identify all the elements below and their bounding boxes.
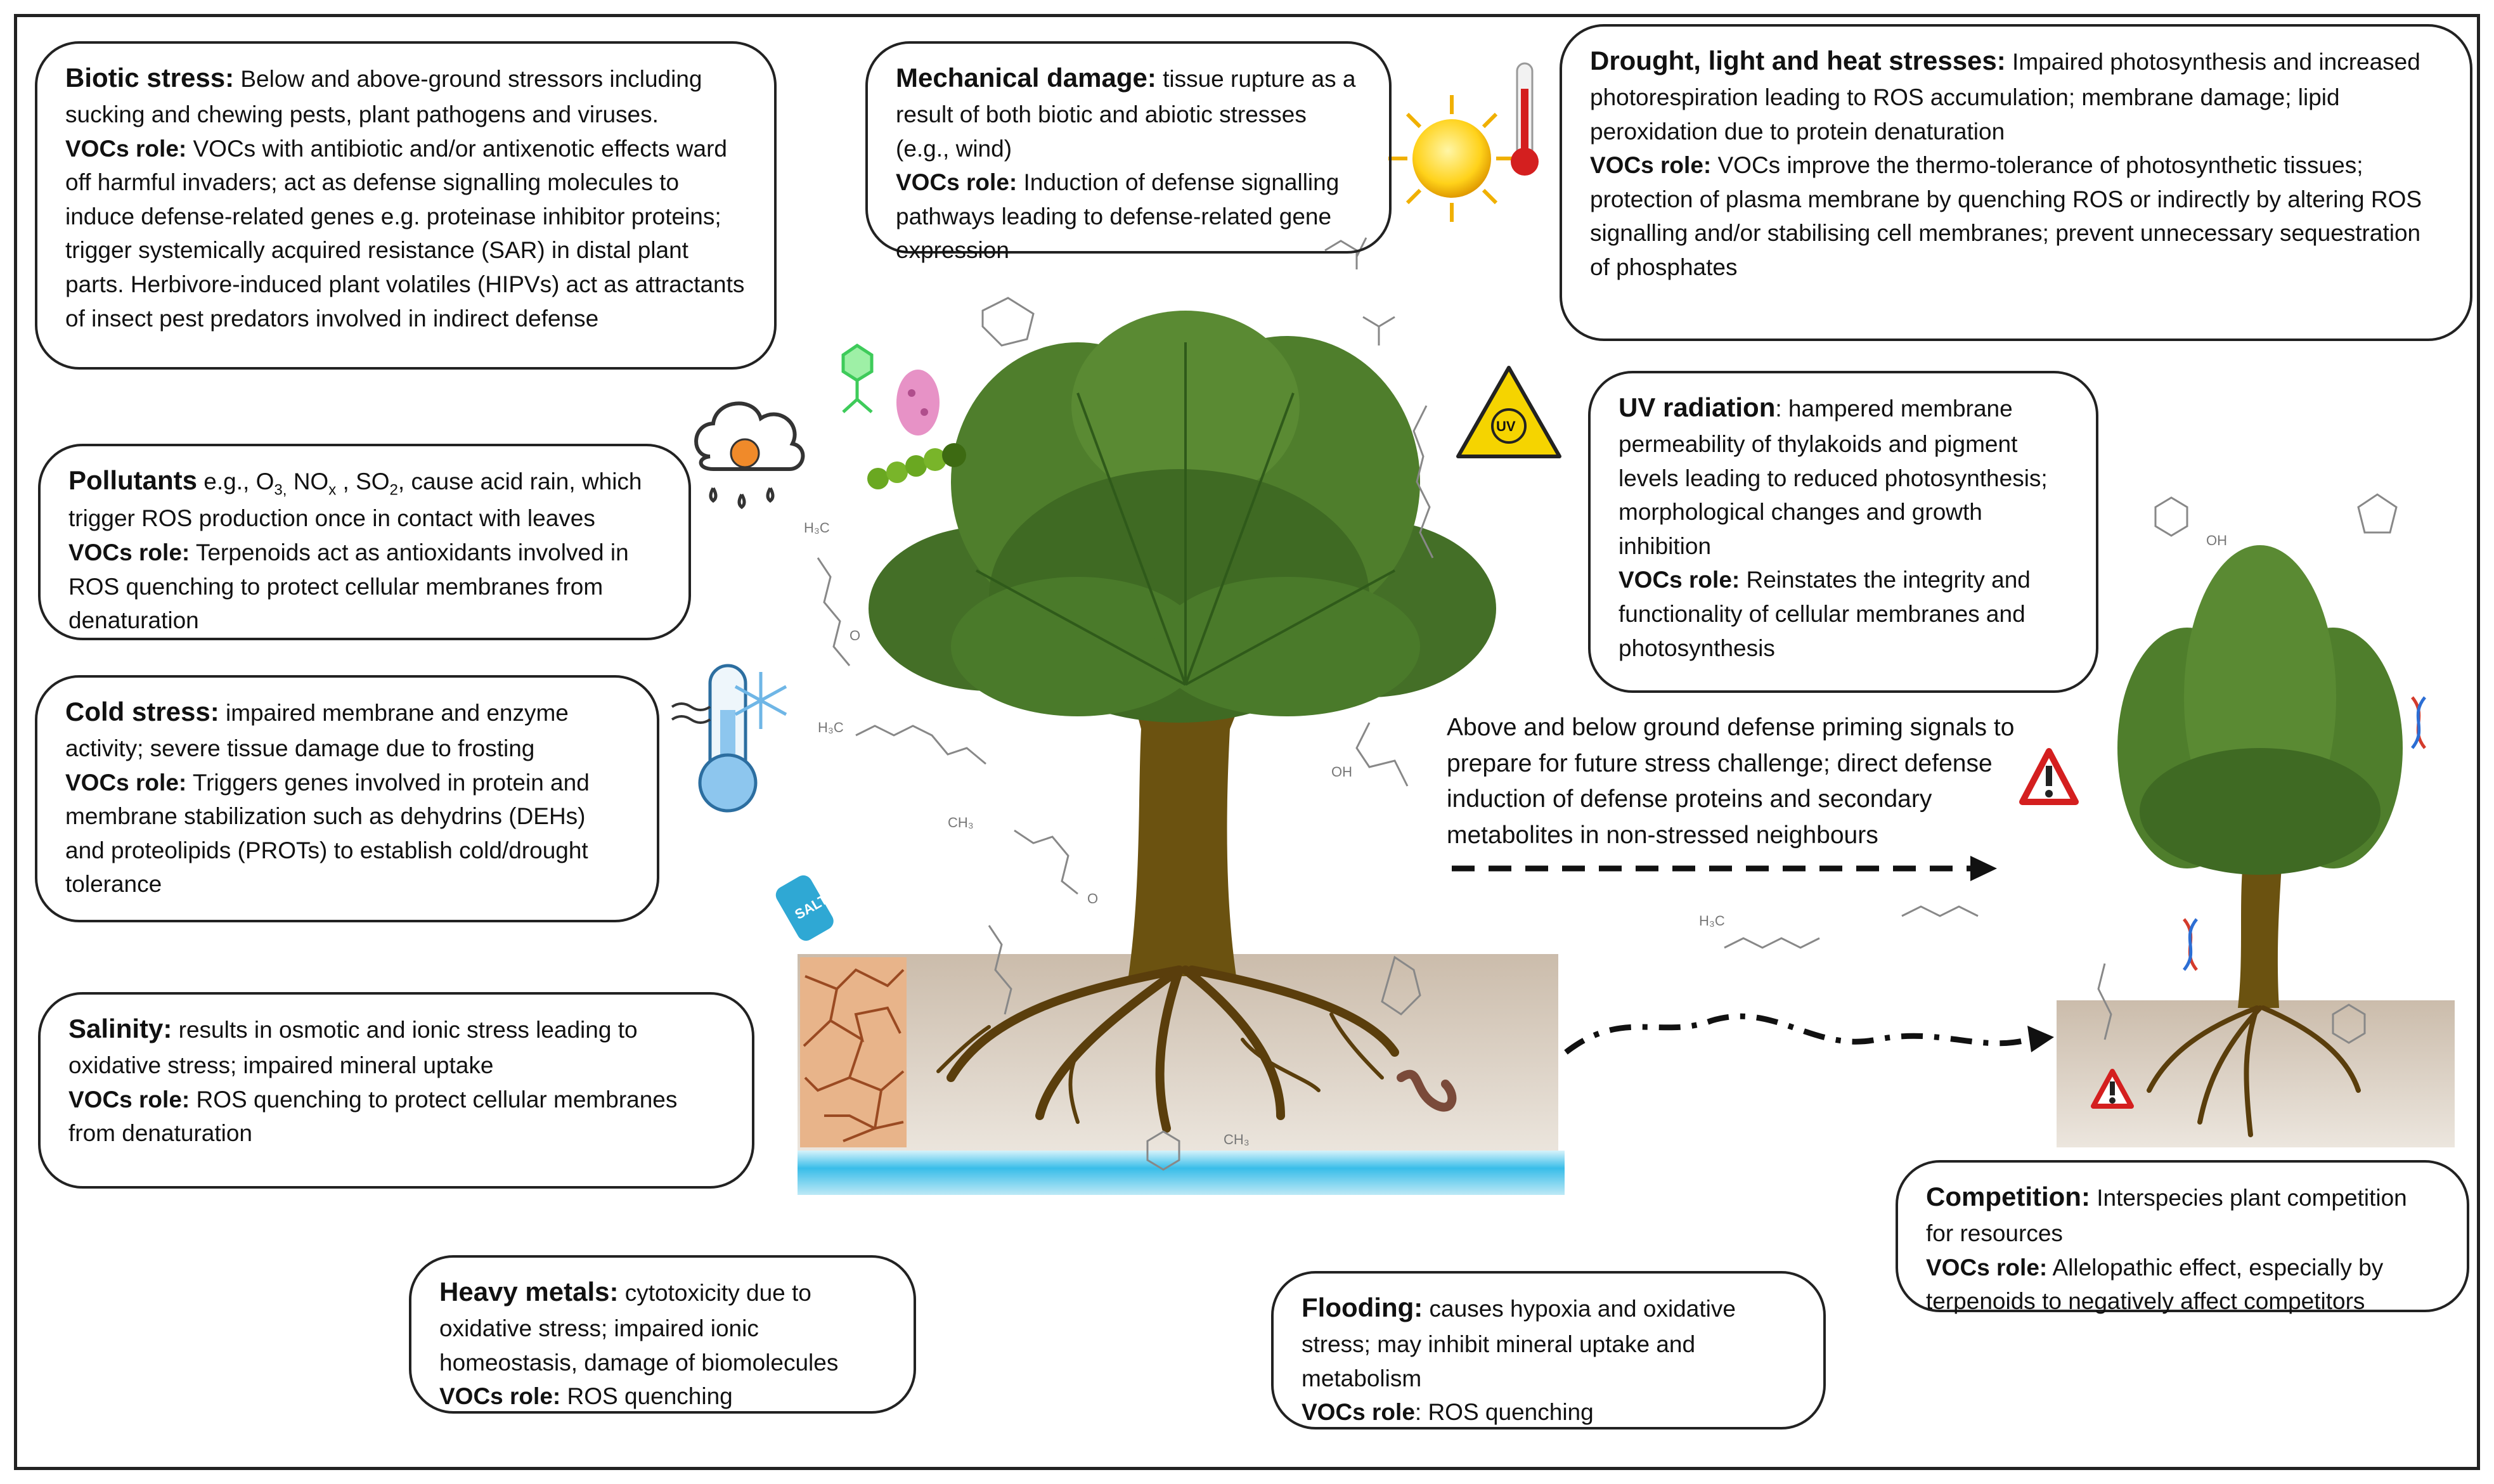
salinity-role-text: ROS quenching to protect cellular membra… bbox=[68, 1086, 678, 1147]
figure-frame bbox=[14, 14, 2480, 1470]
uv-role-label: VOCs role: bbox=[1619, 567, 1740, 593]
leaf-veins bbox=[976, 342, 1395, 686]
mechanical-role-text: Induction of defense signalling pathways… bbox=[896, 169, 1340, 264]
mechanical-damage-text: tissue rupture as a result of both bioti… bbox=[896, 66, 1356, 162]
molecule-label: H₃C bbox=[1699, 913, 1725, 929]
pollutants-text: NO bbox=[287, 468, 329, 494]
flooding-text: causes hypoxia and oxidative stress; may… bbox=[1302, 1296, 1736, 1391]
dna-icon bbox=[2411, 696, 2426, 749]
subscript: 3, bbox=[274, 481, 287, 499]
uv-radiation-text: : hampered membrane permeability of thyl… bbox=[1619, 396, 2048, 559]
pollutants-text: e.g., O bbox=[204, 468, 275, 494]
bacteriophage-icon bbox=[841, 343, 874, 413]
cold-stress-text: impaired membrane and enzyme activity; s… bbox=[65, 700, 569, 761]
subscript: 2 bbox=[389, 481, 398, 499]
uv-radiation-box: UV radiation: hampered membrane permeabi… bbox=[1588, 371, 2098, 693]
pollutants-title: Pollutants bbox=[68, 465, 198, 495]
trunk-small bbox=[2219, 811, 2308, 1008]
molecule-label: O bbox=[850, 628, 861, 643]
biotic-role-label: VOCs role: bbox=[65, 135, 187, 162]
cold-stress-title: Cold stress: bbox=[65, 697, 219, 726]
uv-sign-label: UV bbox=[1496, 418, 1516, 434]
biotic-role-text: VOCs with antibiotic and/or antixenotic … bbox=[65, 135, 745, 332]
biotic-stress-box: Biotic stress: Below and above-ground st… bbox=[35, 41, 777, 370]
virus-icon bbox=[896, 370, 940, 436]
heavy-metals-role-label: VOCs role: bbox=[439, 1383, 561, 1410]
cracked-dry-soil bbox=[800, 957, 907, 1147]
soil-cracks bbox=[803, 968, 905, 1142]
earthworm-icon bbox=[1397, 1069, 1457, 1112]
molecule-label: H₃C bbox=[818, 719, 844, 735]
canopy-small bbox=[2117, 545, 2403, 875]
competition-box: Competition: Interspecies plant competit… bbox=[1896, 1160, 2469, 1315]
drought-title: Drought, light and heat stresses: bbox=[1590, 46, 2006, 75]
molecule-label: O bbox=[1087, 891, 1099, 907]
cold-role-label: VOCs role: bbox=[65, 769, 187, 796]
pollutants-text: , SO bbox=[336, 468, 390, 494]
acid-rain-cloud-icon bbox=[694, 401, 805, 510]
competition-role-label: VOCs role: bbox=[1926, 1254, 2048, 1281]
drought-role-text: VOCs improve the thermo-tolerance of pho… bbox=[1590, 152, 2422, 281]
biotic-stress-title: Biotic stress: bbox=[65, 63, 235, 93]
groundwater bbox=[798, 1151, 1565, 1195]
heavy-metals-text: cytotoxicity due to oxidative stress; im… bbox=[439, 1280, 839, 1376]
molecule-label: OH bbox=[2206, 532, 2227, 548]
main-roots bbox=[947, 965, 1399, 1133]
heavy-metals-title: Heavy metals: bbox=[439, 1277, 619, 1307]
snowflake-icon bbox=[734, 672, 787, 729]
flooding-box: Flooding: causes hypoxia and oxidative s… bbox=[1271, 1271, 1826, 1429]
heavy-metals-role-text: ROS quenching bbox=[567, 1383, 733, 1410]
warning-icon bbox=[2019, 748, 2079, 805]
molecule-label: H₃C bbox=[804, 520, 830, 536]
salinity-box: Salinity: results in osmotic and ionic s… bbox=[38, 992, 754, 1189]
pollutants-text: , cause acid rain, which trigger ROS pro… bbox=[68, 468, 642, 532]
salinity-text: results in osmotic and ionic stress lead… bbox=[68, 1017, 638, 1078]
molecule-label: OH bbox=[1331, 764, 1352, 780]
mechanical-damage-title: Mechanical damage: bbox=[896, 63, 1156, 93]
drought-role-label: VOCs role: bbox=[1590, 152, 1712, 179]
competition-text: Interspecies plant competition for resou… bbox=[1926, 1185, 2407, 1246]
roots-small bbox=[2147, 1005, 2361, 1137]
drought-text: Impaired photosynthesis and increased ph… bbox=[1590, 49, 2420, 145]
belowground-signal-arrow bbox=[1564, 1013, 2030, 1055]
thermometer-hot-icon bbox=[1511, 62, 1539, 176]
salt-shaker-icon bbox=[775, 875, 834, 941]
thermometer-cold-icon bbox=[671, 664, 758, 813]
priming-signals-text: Above and below ground defense priming s… bbox=[1447, 714, 2015, 849]
mechanical-role-label: VOCs role: bbox=[896, 169, 1018, 196]
uv-warning-sign bbox=[1456, 366, 1561, 458]
canopy bbox=[869, 311, 1496, 723]
pollutants-box: Pollutants e.g., O3, NOx , SO2, cause ac… bbox=[38, 444, 691, 640]
uv-radiation-title: UV radiation bbox=[1619, 392, 1776, 422]
molecule-label: CH₃ bbox=[948, 815, 974, 830]
molecule-label: CH₃ bbox=[1224, 1132, 1250, 1147]
caterpillar-icon bbox=[867, 443, 966, 489]
salinity-role-label: VOCs role: bbox=[68, 1086, 190, 1113]
salinity-title: Salinity: bbox=[68, 1014, 172, 1043]
biotic-stress-text: Below and above-ground stressors includi… bbox=[65, 66, 702, 127]
pollutants-role-text: Terpenoids act as antioxidants involved … bbox=[68, 539, 629, 634]
subscript: x bbox=[328, 481, 337, 499]
cold-role-text: Triggers genes involved in protein and m… bbox=[65, 769, 590, 898]
cold-stress-box: Cold stress: impaired membrane and enzym… bbox=[35, 675, 659, 922]
drought-light-heat-box: Drought, light and heat stresses: Impair… bbox=[1560, 24, 2472, 341]
sun-icon bbox=[1388, 95, 1515, 222]
soil-block-small bbox=[2057, 1000, 2455, 1147]
competition-role-text: Allelopathic effect, especially by terpe… bbox=[1926, 1254, 2384, 1315]
heavy-metals-box: Heavy metals: cytotoxicity due to oxidat… bbox=[409, 1255, 916, 1414]
voc-molecule-structures bbox=[817, 237, 2398, 1171]
competition-title: Competition: bbox=[1926, 1182, 2090, 1211]
dna-icon-2 bbox=[2183, 918, 2198, 971]
flooding-role-text: : ROS quenching bbox=[1414, 1399, 1594, 1426]
flooding-role-label: VOCs role bbox=[1302, 1399, 1415, 1426]
uv-role-text: Reinstates the integrity and functionali… bbox=[1619, 567, 2031, 661]
flooding-title: Flooding: bbox=[1302, 1293, 1423, 1322]
warning-icon-small bbox=[2091, 1069, 2134, 1109]
mechanical-damage-box: Mechanical damage: tissue rupture as a r… bbox=[865, 41, 1392, 263]
pollutants-role-label: VOCs role: bbox=[68, 539, 190, 565]
